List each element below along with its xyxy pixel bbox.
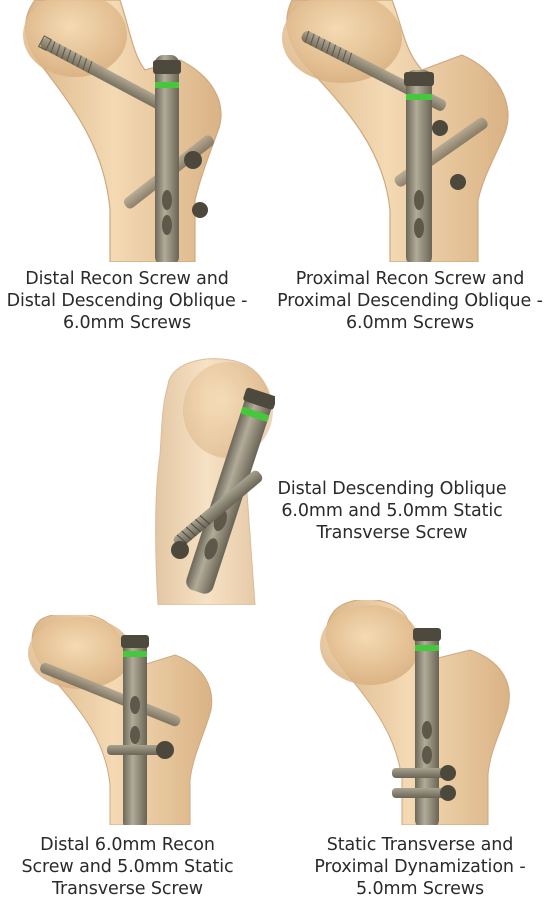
figure-caption-1: Distal Recon Screw and Distal Descending… bbox=[0, 268, 254, 334]
caption-line: Distal Recon Screw and bbox=[0, 268, 254, 290]
caption-line: Distal Descending Oblique - bbox=[0, 290, 254, 312]
caption-line: Transverse Screw bbox=[270, 522, 514, 544]
femur-nail-illustration-2 bbox=[272, 0, 542, 262]
caption-line: Screw and 5.0mm Static bbox=[0, 856, 255, 878]
caption-line: Distal 6.0mm Recon bbox=[0, 834, 255, 856]
femur-nail-illustration-5 bbox=[310, 600, 535, 825]
caption-line: Proximal Dynamization - bbox=[292, 856, 548, 878]
figure-caption-2: Proximal Recon Screw and Proximal Descen… bbox=[272, 268, 548, 334]
femur-nail-illustration-4 bbox=[15, 615, 240, 825]
femur-nail-illustration-1 bbox=[5, 0, 255, 262]
caption-line: 6.0mm Screws bbox=[272, 312, 548, 334]
figure-caption-5: Static Transverse and Proximal Dynamizat… bbox=[292, 834, 548, 900]
figure-caption-3: Distal Descending Oblique 6.0mm and 5.0m… bbox=[270, 478, 514, 544]
caption-line: 6.0mm and 5.0mm Static bbox=[270, 500, 514, 522]
caption-line: Proximal Recon Screw and bbox=[272, 268, 548, 290]
figure-caption-4: Distal 6.0mm Recon Screw and 5.0mm Stati… bbox=[0, 834, 255, 900]
femur-nail-illustration-3 bbox=[150, 355, 275, 605]
caption-line: 5.0mm Screws bbox=[292, 878, 548, 900]
caption-line: Transverse Screw bbox=[0, 878, 255, 900]
caption-line: Proximal Descending Oblique - bbox=[272, 290, 548, 312]
caption-line: Static Transverse and bbox=[292, 834, 548, 856]
caption-line: 6.0mm Screws bbox=[0, 312, 254, 334]
caption-line: Distal Descending Oblique bbox=[270, 478, 514, 500]
